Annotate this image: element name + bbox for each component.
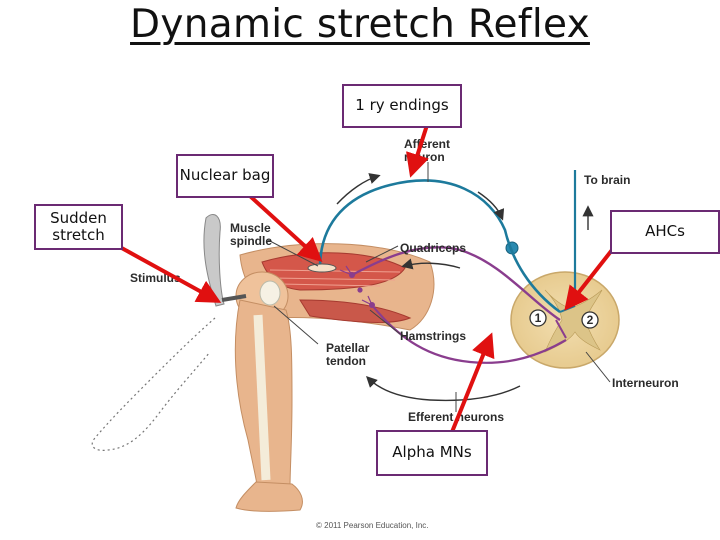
- flow-arrow-right: [477, 191, 505, 221]
- arrow-sudden-stretch: [117, 244, 222, 303]
- tibia: [253, 314, 271, 481]
- muscle-spindle: [307, 263, 337, 273]
- patellar-tendon-label-2: tendon: [326, 354, 366, 368]
- marker-1-label: 1: [535, 311, 542, 325]
- hamstrings-label: Hamstrings: [400, 329, 466, 343]
- efferent-neuron-quadriceps: [351, 246, 561, 321]
- marker-2-label: 2: [587, 313, 594, 327]
- muscle-spindle-label-2: spindle: [230, 234, 272, 248]
- slide-title: Dynamic stretch Reflex: [130, 2, 590, 47]
- foot: [235, 481, 303, 512]
- patellar-tendon-label-1: Patellar: [326, 341, 370, 355]
- muscle-spindle-label-1: Muscle: [230, 221, 271, 235]
- callout-1ry-endings: 1 ry endings: [342, 84, 462, 128]
- callout-ahcs: AHCs: [610, 210, 720, 254]
- patella: [259, 280, 281, 306]
- reflex-hammer: [203, 214, 225, 307]
- quadriceps-label: Quadriceps: [400, 241, 466, 255]
- afferent-neuron-path: [318, 179, 561, 314]
- afferent-label-2: neuron: [404, 150, 445, 164]
- callout-sudden-stretch: Sudden stretch: [34, 204, 123, 250]
- afferent-label-1: Afferent: [404, 137, 450, 151]
- interneuron-label: Interneuron: [612, 376, 679, 390]
- leg-rest-outline: [91, 317, 216, 451]
- arrow-alpha-mns: [450, 332, 495, 433]
- marker-1: [529, 309, 547, 327]
- copyright-text: © 2011 Pearson Education, Inc.: [316, 521, 428, 530]
- arrow-nuclear-bag: [248, 194, 323, 263]
- arrow-1ry-endings: [406, 121, 430, 178]
- to-brain-label: To brain: [584, 173, 630, 187]
- callout-alpha-mns: Alpha MNs: [376, 430, 488, 476]
- callout-nuclear-bag: Nuclear bag: [176, 154, 274, 198]
- arrow-ahcs: [564, 248, 614, 311]
- marker-2: [581, 311, 599, 329]
- flow-arrow-afferent: [336, 173, 381, 205]
- flow-arrow-lower: [366, 376, 521, 402]
- flow-arrow-quadriceps: [401, 258, 461, 270]
- interneuron-link: [555, 319, 567, 339]
